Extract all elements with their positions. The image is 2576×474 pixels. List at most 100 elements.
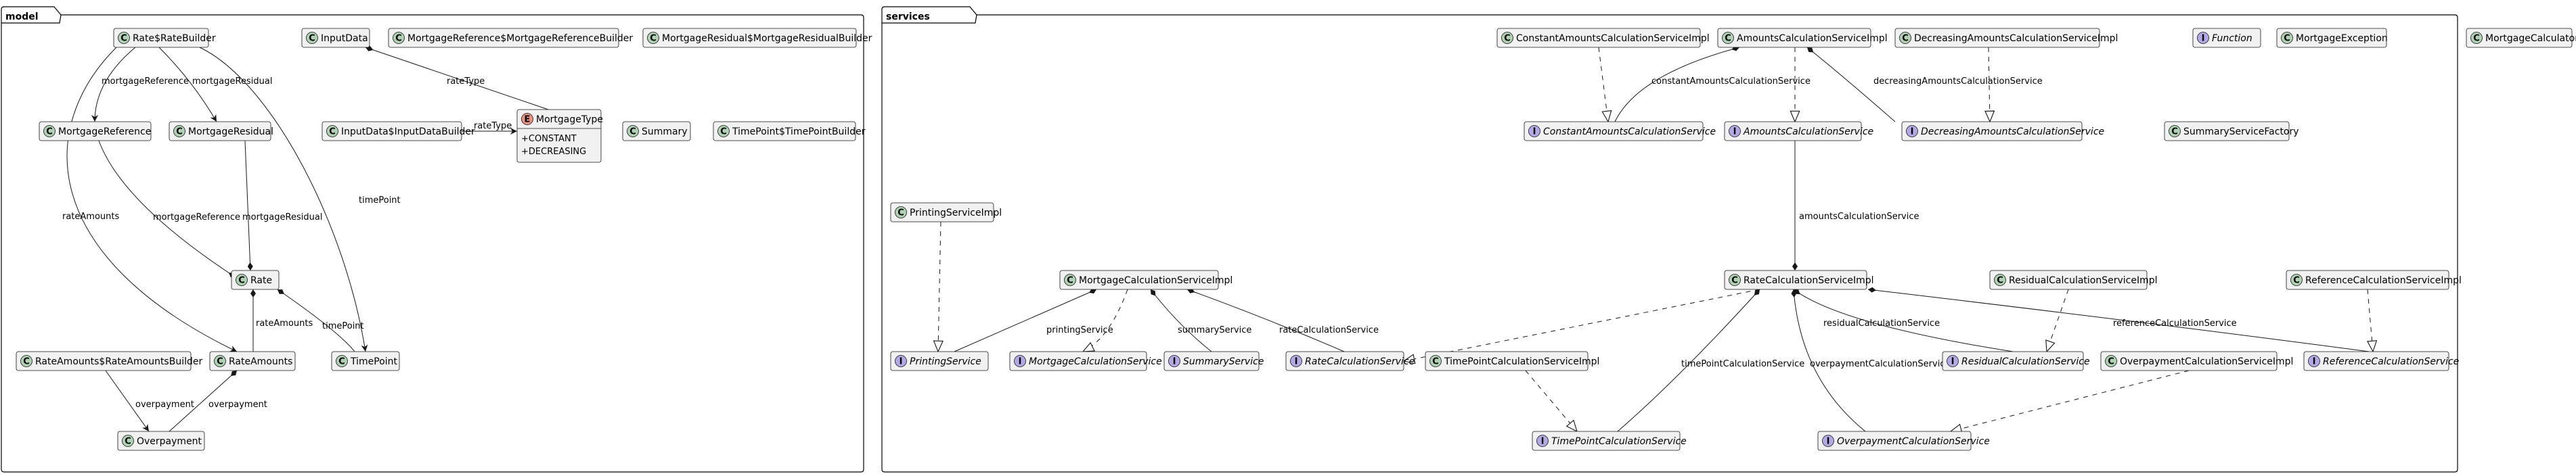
stereotype-letter: C	[120, 34, 127, 44]
package-tab	[1, 14, 62, 24]
node-box	[1989, 270, 2148, 290]
stereotype-letter: I	[1733, 127, 1737, 137]
stereotype-letter: I	[900, 357, 903, 367]
node-box	[1059, 270, 1219, 290]
edge-label: overpayment	[135, 400, 194, 410]
node-box	[713, 121, 856, 141]
stereotype-letter: I	[2313, 357, 2316, 367]
node-name: TimePoint	[350, 356, 398, 367]
node-box	[1717, 28, 1871, 48]
node-box	[117, 431, 205, 451]
edge-label: mortgageReference	[153, 212, 240, 222]
class-stereotype-icon	[122, 435, 134, 447]
stereotype-letter: C	[1731, 276, 1738, 286]
edge-rescsImpl-to-rescs	[2047, 289, 2069, 352]
edge-mortgageResidual-to-rate: mortgageResidual	[242, 140, 322, 271]
class-stereotype-icon	[326, 125, 338, 137]
edge-label: amountsCalculationService	[1799, 212, 1919, 222]
edge-label: decreasingAmountsCalculationService	[1873, 76, 2043, 87]
node-box	[209, 351, 296, 371]
class-rrb[interactable]: C Rate$RateBuilder	[113, 28, 216, 48]
edge-line	[1806, 47, 1896, 122]
edge-line	[1793, 289, 2014, 352]
node-name: Function	[2212, 33, 2252, 44]
edge-cacs-to-acsImpl: constantAmountsCalculationService	[1614, 45, 1811, 122]
package-frame	[881, 6, 2458, 473]
edge-rrb-to-timePoint: timePoint	[199, 47, 401, 352]
edge-label: timePointCalculationService	[1681, 359, 1804, 369]
node-name: Summary	[642, 126, 688, 137]
interface-rcs[interactable]: I RateCalculationService	[1285, 351, 1415, 371]
edge-line	[169, 370, 238, 432]
edge-line	[105, 370, 150, 432]
edge-label: residualCalculationService	[1823, 318, 1940, 329]
node-box	[622, 121, 691, 141]
node-box	[642, 28, 857, 48]
edge-line	[1989, 47, 1990, 122]
edge-line	[1525, 370, 1577, 431]
node-box	[1285, 351, 1404, 371]
edge-tpcsImpl-to-tpcs	[1525, 370, 1577, 431]
stereotype-letter: C	[720, 127, 727, 137]
edge-label: referenceCalculationService	[2113, 318, 2237, 329]
node-box	[1532, 431, 1681, 451]
stereotype-letter: C	[309, 34, 315, 44]
stereotype-letter: C	[1725, 34, 1731, 44]
node-box	[1496, 28, 1701, 48]
node-name: DecreasingAmountsCalculationService	[1921, 126, 2104, 137]
node-name: SummaryService	[1183, 356, 1264, 367]
edge-line	[91, 47, 136, 122]
node-name: RateCalculationService	[1305, 356, 1415, 367]
edge-line	[1083, 289, 1128, 352]
node-name: MortgageReference$MortgageReferenceBuild…	[407, 33, 633, 44]
node-name: RateAmounts$RateAmountsBuilder	[35, 356, 202, 367]
node-name: Rate$RateBuilder	[133, 33, 216, 44]
stereotype-letter: I	[1295, 357, 1298, 367]
class-stereotype-icon	[1899, 32, 1911, 44]
enum-member: +CONSTANT	[521, 134, 577, 144]
node-name: OverpaymentCalculationServiceImpl	[2120, 356, 2293, 367]
node-box	[890, 351, 989, 371]
node-box	[1724, 270, 1867, 290]
